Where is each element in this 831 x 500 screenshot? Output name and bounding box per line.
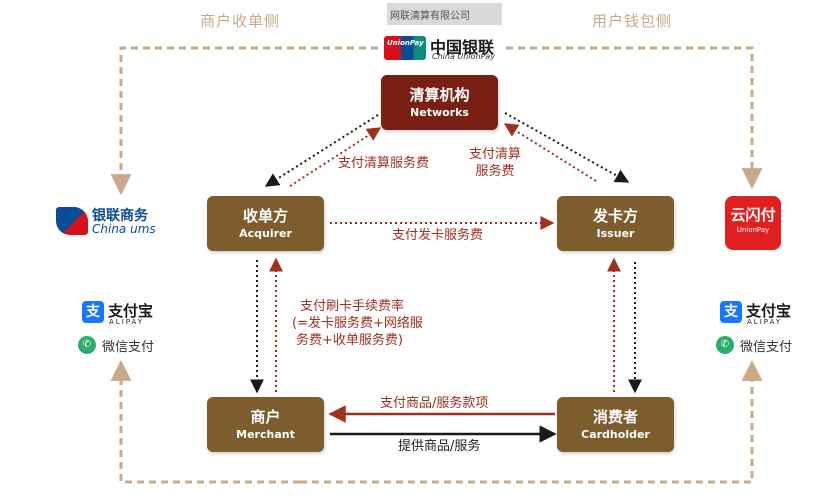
label-payment: 支付商品/服务款项	[380, 396, 489, 411]
loop-bottom-left	[110, 359, 300, 484]
node-cardholder-zh: 消费者	[592, 407, 638, 426]
wechatpay-logo-right: ✆ 微信支付	[716, 336, 816, 356]
watermark-text: 网联清算有限公司	[390, 11, 470, 22]
node-acquirer-en: Acquirer	[239, 226, 292, 240]
unionpay-badge-icon: UnionPay	[384, 36, 426, 60]
wallet-side-title: 用户钱包侧	[592, 12, 673, 30]
alipay-name: 支付宝	[108, 302, 154, 320]
cloudpay-app-icon: 云闪付 UnionPay	[725, 196, 781, 250]
label-mdr-line3: 务费+收单服务费)	[296, 333, 403, 348]
chinaums-name-en: China ums	[92, 222, 156, 236]
watermark: 网联清算有限公司	[387, 3, 502, 25]
node-issuer-zh: 发卡方	[592, 206, 638, 225]
unionpay-badge-text: UnionPay	[387, 39, 424, 47]
node-cardholder-en: Cardholder	[581, 427, 650, 441]
alipay-sub: ALIPAY	[109, 318, 145, 326]
node-networks-zh: 清算机构	[409, 85, 470, 104]
label-clearing-fee-issuer-line2: 服务费	[475, 164, 515, 179]
node-merchant-en: Merchant	[236, 427, 295, 441]
wechat-icon: ✆	[716, 336, 734, 354]
chinaums-name-zh: 银联商务	[92, 208, 148, 224]
label-mdr-line2: (=发卡服务费+网络服	[292, 316, 423, 331]
alipay-icon: 支	[720, 301, 742, 323]
alipay-logo-right: 支 支付宝 ALIPAY	[720, 301, 820, 327]
unionpay-brand-zh: 中国银联	[430, 38, 495, 57]
node-merchant-zh: 商户	[250, 407, 281, 426]
label-clearing-fee-issuer: 支付清算 服务费	[462, 146, 528, 180]
chinaums-mark-icon	[56, 207, 88, 235]
label-mdr-line1: 支付刷卡手续费率	[300, 299, 405, 314]
node-networks-en: Networks	[410, 105, 469, 119]
label-clearing-fee-acquirer: 支付清算服务费	[338, 156, 430, 171]
wechat-icon: ✆	[78, 336, 96, 354]
arrow-network-to-issuer	[504, 112, 630, 183]
alipay-sub: ALIPAY	[747, 318, 783, 326]
loop-top-left	[110, 46, 378, 196]
node-networks: 清算机构 Networks	[381, 75, 498, 130]
node-cardholder: 消费者 Cardholder	[557, 397, 674, 452]
wechatpay-logo-left: ✆ 微信支付	[78, 336, 178, 356]
node-issuer: 发卡方 Issuer	[557, 196, 674, 251]
wechatpay-name: 微信支付	[740, 340, 793, 355]
unionpay-brand-en: China UnionPay	[432, 52, 495, 61]
cloudpay-name-en: UnionPay	[736, 226, 770, 234]
loop-top-right	[506, 46, 763, 190]
node-merchant: 商户 Merchant	[207, 397, 324, 452]
wechatpay-name: 微信支付	[102, 340, 155, 355]
label-mdr: 支付刷卡手续费率 (=发卡服务费+网络服 务费+收单服务费)	[292, 298, 423, 349]
chinaums-logo: 银联商务 China ums	[56, 205, 186, 239]
arrow-network-to-acquirer	[264, 114, 379, 187]
loop-bottom-right	[300, 359, 763, 484]
alipay-name: 支付宝	[746, 302, 792, 320]
node-issuer-en: Issuer	[596, 226, 635, 240]
unionpay-logo: UnionPay 中国银联 China UnionPay	[384, 34, 504, 64]
label-goods: 提供商品/服务	[398, 439, 481, 454]
alipay-icon: 支	[82, 301, 104, 323]
cloudpay-name-zh: 云闪付	[730, 206, 776, 224]
alipay-logo-left: 支 支付宝 ALIPAY	[82, 301, 182, 327]
node-acquirer: 收单方 Acquirer	[207, 196, 324, 251]
node-acquirer-zh: 收单方	[242, 206, 288, 225]
merchant-side-title: 商户收单侧	[200, 12, 281, 30]
label-clearing-fee-issuer-line1: 支付清算	[468, 147, 521, 162]
label-issuing-fee: 支付发卡服务费	[392, 228, 484, 243]
